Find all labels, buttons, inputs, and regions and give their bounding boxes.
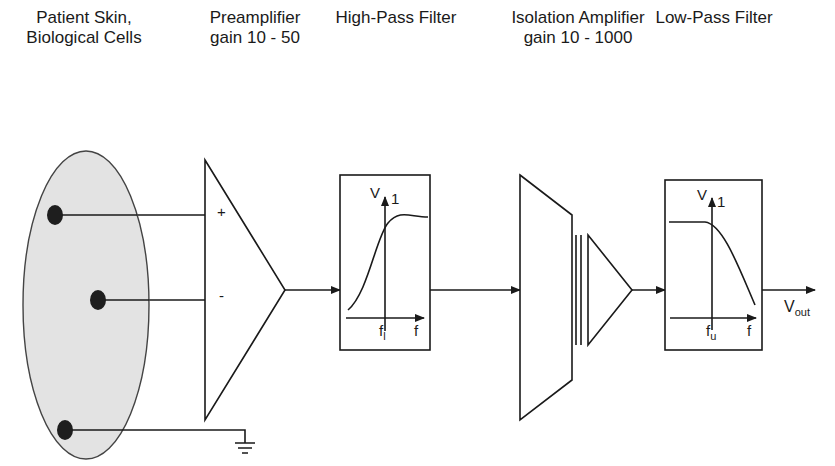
output-line: [762, 289, 815, 291]
axis-label: +: [217, 203, 226, 220]
isolation-amplifier: Isolation Amplifier gain 10 - 1000: [520, 175, 632, 420]
axis-label: f: [414, 322, 418, 339]
shape-outline: [205, 160, 285, 420]
preamplifier-triangle: Preamplifier gain 10 - 50: [205, 160, 285, 420]
output-triangle: [588, 235, 632, 345]
axis-label: 1: [391, 190, 399, 207]
shape-outline: [22, 150, 150, 460]
electrode-dot: [90, 290, 106, 310]
box-outline: [665, 180, 762, 350]
box-outline: [340, 175, 430, 350]
signal-name: fl: [379, 322, 386, 339]
block-heading: Patient Skin, Biological Cells: [17, 8, 152, 49]
lowpass-curve: [669, 222, 755, 305]
axis-f: [346, 317, 424, 319]
signal-arrow: [285, 289, 340, 291]
signal-arrow: [430, 289, 520, 291]
axis-v: [384, 197, 386, 331]
patient-ellipse: Patient Skin, Biological Cells: [22, 150, 150, 460]
isolation-trapezoid: [520, 175, 572, 420]
axis-label: 1: [717, 193, 725, 210]
axis-label: V: [697, 186, 707, 203]
highpass-curve: [348, 215, 428, 310]
ground-wire: [65, 430, 245, 443]
axis-v: [711, 198, 713, 330]
skin-ellipse: [23, 151, 149, 459]
electrode-wire: [149, 299, 205, 301]
isolation-barrier: [576, 235, 581, 345]
block-heading: Low-Pass Filter: [639, 8, 789, 28]
signal-arrow: [632, 289, 665, 291]
electrode-lead: [55, 214, 137, 216]
axis-label: f: [747, 322, 751, 339]
block-heading: High-Pass Filter: [321, 8, 471, 28]
shape-outline: [520, 175, 632, 420]
axis-label: -: [219, 287, 224, 304]
ground-symbol: [235, 443, 255, 453]
electrode-dot: [47, 205, 63, 225]
signal-name: fu: [706, 322, 716, 339]
axis-label: V: [370, 184, 380, 201]
amp-outline: [205, 160, 285, 420]
electrode-dot: [57, 420, 73, 440]
block-heading: Preamplifier gain 10 - 50: [198, 8, 313, 49]
block-heading: Isolation Amplifier gain 10 - 1000: [503, 8, 653, 49]
axis-f: [670, 317, 756, 319]
electrode-wire: [137, 214, 205, 216]
signal-name: Vout: [784, 298, 810, 316]
